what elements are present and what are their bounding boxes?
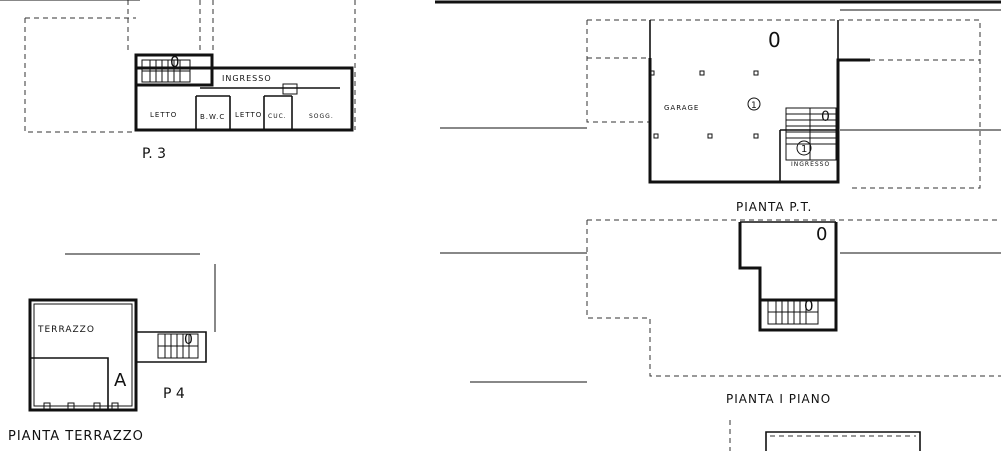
caption-pianta-i-piano: PIANTA I PIANO xyxy=(726,392,831,406)
room-bwc-p3: B.W.C xyxy=(200,113,225,121)
handwritten-zero-p3: 0 xyxy=(170,53,180,71)
room-letto-1-p3: LETTO xyxy=(150,111,177,119)
caption-p3: P. 3 xyxy=(142,146,166,162)
handwritten-a-mark: A xyxy=(114,370,127,391)
stairs-p3 xyxy=(141,59,191,83)
room-garage-pt: GARAGE xyxy=(664,104,699,112)
room-letto-2-p3: LETTO xyxy=(235,111,262,119)
plan-p3: INGRESSO LETTO B.W.C LETTO CUC. SOGG. 0 … xyxy=(0,0,356,162)
stairs-pt xyxy=(785,107,837,161)
handwritten-zero-i-piano-1: 0 xyxy=(816,224,827,245)
room-cuc-p3: CUC. xyxy=(268,113,287,120)
plan-pianta-i-piano: 0 0 PIANTA I PIANO xyxy=(440,219,1001,451)
room-ingresso-pt: INGRESSO xyxy=(791,161,830,168)
stairs-i-piano xyxy=(767,299,819,325)
room-ingresso-p3: INGRESSO xyxy=(222,74,272,83)
mark-one-garage: 1 xyxy=(751,101,757,111)
room-sogg-p3: SOGG. xyxy=(309,113,334,120)
plan-pianta-pt: GARAGE INGRESSO 1 1 0 0 PIANTA P.T. xyxy=(435,0,1001,214)
room-terrazzo: TERRAZZO xyxy=(37,325,95,335)
caption-pianta-terrazzo: PIANTA TERRAZZO xyxy=(8,429,144,444)
handwritten-zero-terrazzo: 0 xyxy=(184,332,193,348)
handwritten-zero-i-piano-2: 0 xyxy=(804,297,814,315)
caption-p4: P 4 xyxy=(163,386,185,402)
handwritten-zero-pt-1: 0 xyxy=(768,28,781,52)
handwritten-zero-pt-2: 0 xyxy=(821,109,830,125)
caption-pianta-pt: PIANTA P.T. xyxy=(736,200,812,214)
mark-one-ingresso: 1 xyxy=(801,144,807,155)
plan-terrazzo: TERRAZZO 0 A P 4 PIANTA TERRAZZO xyxy=(8,253,216,444)
stairs-terrazzo xyxy=(157,333,199,359)
